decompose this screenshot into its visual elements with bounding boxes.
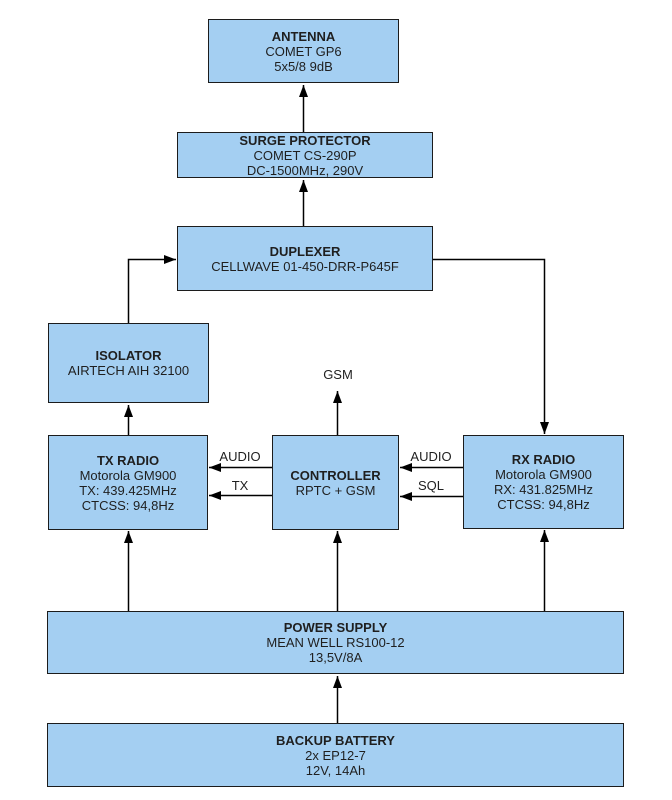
node-surge-model: COMET CS-290P (253, 147, 357, 163)
node-isolator-title: ISOLATOR (95, 348, 162, 363)
edge-label-tx: TX (231, 478, 249, 493)
node-controller: CONTROLLER RPTC + GSM (272, 435, 399, 530)
node-isolator: ISOLATOR AIRTECH AIH 32100 (48, 323, 209, 403)
node-power-model: MEAN WELL RS100-12 (266, 635, 405, 650)
node-antenna-model: COMET GP6 (265, 43, 342, 59)
node-surge-title: SURGE PROTECTOR (239, 132, 371, 148)
edge-duplexer-to-rx-radio (433, 258, 549, 434)
edge-label-audio-left: AUDIO (219, 449, 261, 464)
node-tx-radio-freq: TX: 439.425MHz (79, 482, 177, 498)
node-controller-title: CONTROLLER (290, 467, 381, 483)
node-controller-model: RPTC + GSM (295, 482, 376, 498)
node-duplexer-title: DUPLEXER (269, 243, 341, 259)
node-rx-radio-title: RX RADIO (511, 452, 576, 467)
node-surge-spec: DC-1500MHz, 290V (246, 162, 364, 178)
node-battery-model: 2x EP12-7 (305, 747, 366, 763)
node-power-title: POWER SUPPLY (283, 620, 388, 635)
node-antenna-title: ANTENNA (271, 28, 336, 44)
edge-label-gsm: GSM (323, 367, 353, 382)
edge-isolator-to-duplexer (127, 255, 176, 323)
node-tx-radio-ctcss: CTCSS: 94,8Hz (81, 497, 175, 513)
node-battery-title: BACKUP BATTERY (276, 732, 395, 748)
node-rx-radio-freq: RX: 431.825MHz (494, 482, 593, 497)
node-duplexer: DUPLEXER CELLWAVE 01-450-DRR-P645F (177, 226, 433, 291)
edge-label-sql: SQL (417, 478, 445, 493)
node-antenna: ANTENNA COMET GP6 5x5/8 9dB (208, 19, 399, 83)
edge-label-audio-right: AUDIO (410, 449, 452, 464)
node-tx-radio-model: Motorola GM900 (79, 467, 177, 483)
node-power-supply: POWER SUPPLY MEAN WELL RS100-12 13,5V/8A (47, 611, 624, 674)
node-battery-spec: 12V, 14Ah (305, 762, 366, 778)
node-rx-radio-ctcss: CTCSS: 94,8Hz (497, 497, 590, 512)
node-rx-radio: RX RADIO Motorola GM900 RX: 431.825MHz C… (463, 435, 624, 529)
node-rx-radio-model: Motorola GM900 (495, 467, 592, 482)
node-surge-protector: SURGE PROTECTOR COMET CS-290P DC-1500MHz… (177, 132, 433, 178)
node-antenna-spec: 5x5/8 9dB (274, 58, 333, 74)
node-duplexer-model: CELLWAVE 01-450-DRR-P645F (211, 258, 399, 274)
node-tx-radio-title: TX RADIO (96, 452, 160, 468)
node-isolator-model: AIRTECH AIH 32100 (67, 363, 190, 378)
node-backup-battery: BACKUP BATTERY 2x EP12-7 12V, 14Ah (47, 723, 624, 787)
node-tx-radio: TX RADIO Motorola GM900 TX: 439.425MHz C… (48, 435, 208, 530)
node-power-spec: 13,5V/8A (308, 650, 363, 665)
